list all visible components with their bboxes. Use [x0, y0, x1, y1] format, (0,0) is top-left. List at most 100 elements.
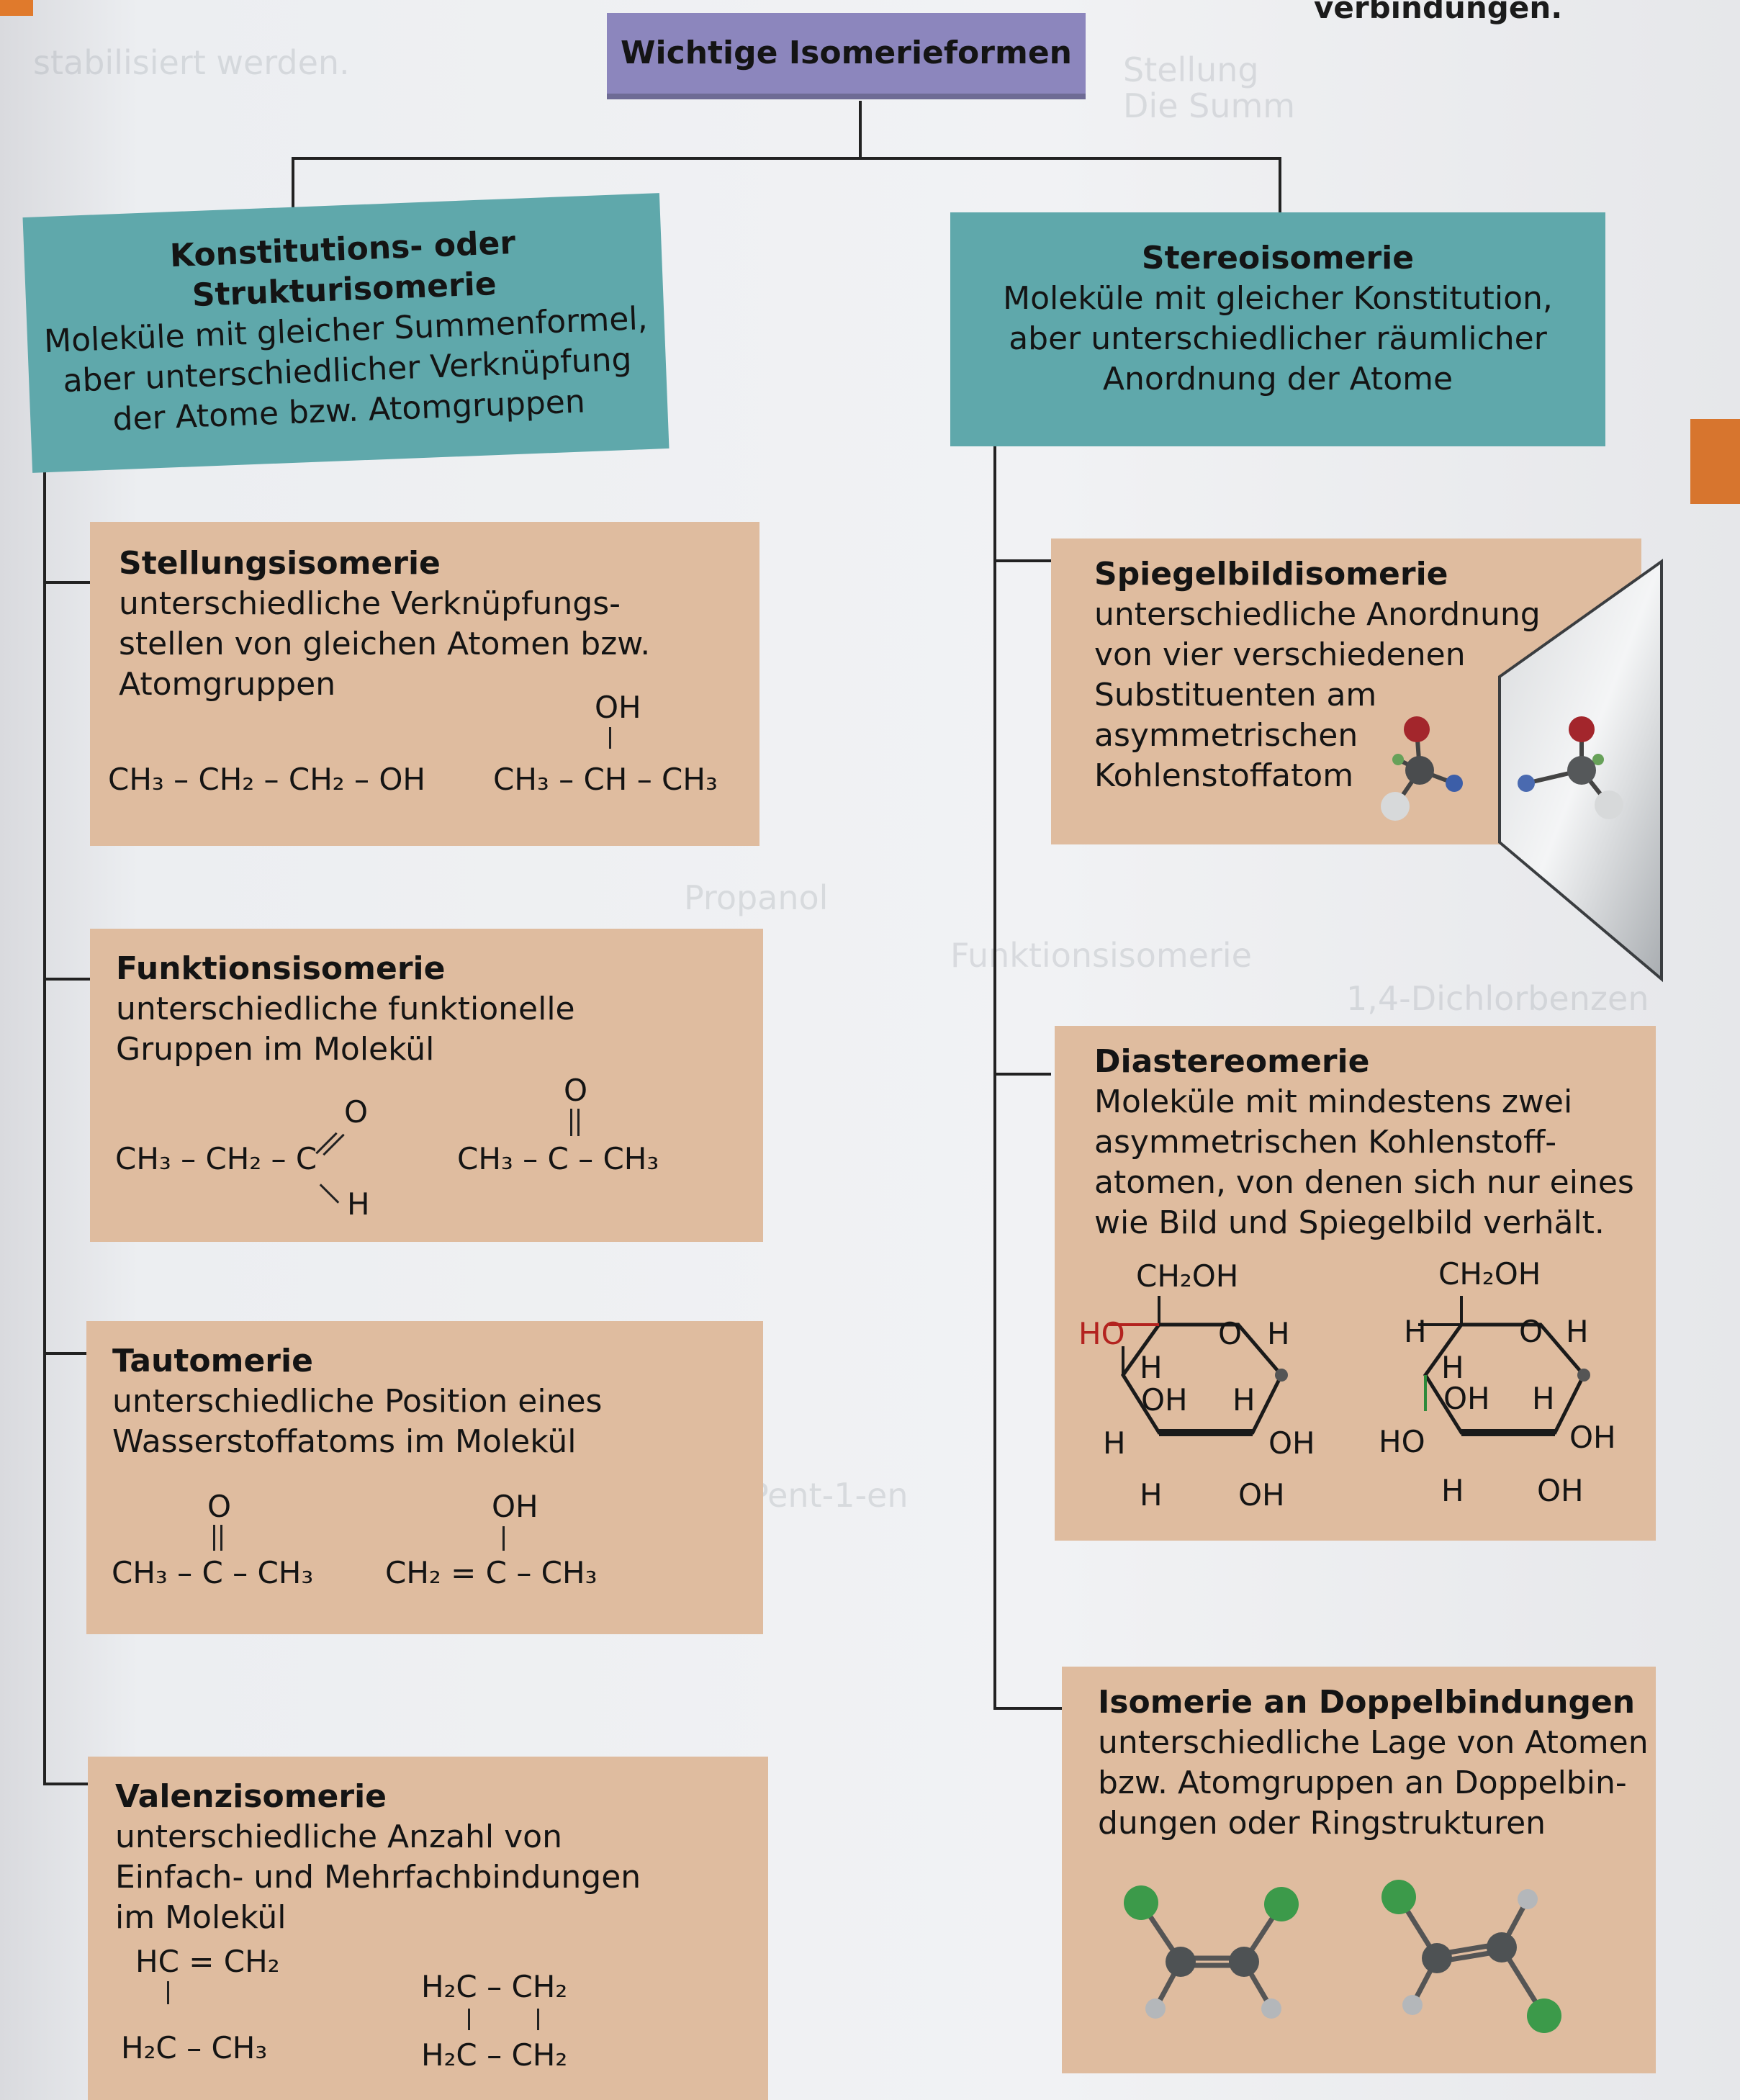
- spiegel-line: von vier verschiedenen: [1094, 636, 1466, 673]
- connector-line: [1279, 157, 1281, 225]
- tauto-heading: Tautomerie: [112, 1343, 313, 1379]
- spiegel-line: Kohlenstoffatom: [1094, 757, 1354, 794]
- formula-oh: OH: [492, 1489, 538, 1524]
- dia-box: Diastereomerie Moleküle mit mindestens z…: [1055, 1026, 1656, 1541]
- stereo-line: aber unterschiedlicher räumlicher: [1009, 320, 1547, 357]
- formula-ch2oh: CH₂OH: [1438, 1256, 1541, 1292]
- formula-h: H: [1267, 1316, 1290, 1351]
- connector-line: [993, 559, 1051, 562]
- doppel-line: dungen oder Ringstrukturen: [1098, 1805, 1546, 1842]
- formula-h: H: [1232, 1382, 1256, 1418]
- doppel-heading: Isomerie an Doppelbindungen: [1098, 1684, 1636, 1721]
- formula-o: O: [1218, 1316, 1243, 1351]
- bond-line: [570, 1109, 572, 1136]
- bleed-text: Funktionsisomerie: [950, 936, 1252, 975]
- top-text: verbindungen.: [1314, 0, 1563, 25]
- formula-o: O: [207, 1489, 232, 1524]
- tauto-line: Wasserstoffatoms im Molekül: [112, 1423, 577, 1460]
- dia-line: wie Bild und Spiegelbild verhält.: [1094, 1204, 1605, 1241]
- bond-line: [502, 1526, 505, 1551]
- formula-oh: OH: [1569, 1420, 1616, 1455]
- bond-line: [167, 1981, 169, 2004]
- formula-enol: CH₂ = C – CH₃: [385, 1555, 598, 1590]
- tauto-line: unterschiedliche Position eines: [112, 1383, 603, 1420]
- funktion-line: unterschiedliche funktionelle: [116, 991, 575, 1027]
- connector-line: [292, 157, 294, 215]
- doppel-line: bzw. Atomgruppen an Doppelbin-: [1098, 1765, 1627, 1801]
- cis-trans-molecule-illustration: [1124, 1880, 1561, 2033]
- connector-line: [43, 1783, 94, 1785]
- formula-h: H: [1532, 1381, 1555, 1416]
- formula-propanal: CH₃ – CH₂ – C: [115, 1141, 317, 1176]
- formula-ho: HO: [1379, 1424, 1425, 1459]
- formula-ho: HO: [1078, 1316, 1125, 1351]
- bleed-text: Stellung: [1123, 50, 1259, 89]
- formula-oh: OH: [1268, 1425, 1315, 1461]
- bond-line: [468, 2009, 470, 2030]
- formula-ch2oh: CH₂OH: [1136, 1258, 1239, 1294]
- formula-h: H: [1441, 1350, 1464, 1385]
- formula-propan-1-ol: CH₃ – CH₂ – CH₂ – OH: [108, 762, 425, 797]
- bleed-text: Die Summ: [1123, 86, 1296, 125]
- connector-line: [292, 157, 1281, 160]
- formula-o: O: [564, 1073, 588, 1108]
- konstitution-box: Konstitutions- oder Strukturisomerie Mol…: [22, 193, 670, 473]
- galactose-ring-structure: [1418, 1296, 1590, 1436]
- formula-oh: OH: [1238, 1477, 1285, 1513]
- bleed-text: Pent-1-en: [749, 1476, 909, 1515]
- formula-cyclobutane-b: H₂C – CH₂: [421, 2037, 568, 2073]
- connector-line: [993, 1073, 1051, 1076]
- spiegel-line: asymmetrischen: [1094, 717, 1358, 754]
- connector-line: [859, 101, 862, 158]
- formula-butene-b: H₂C – CH₃: [121, 2030, 268, 2065]
- formula-propanon: CH₃ – C – CH₃: [457, 1141, 659, 1176]
- funktion-heading: Funktionsisomerie: [116, 950, 446, 987]
- valenz-box: Valenzisomerie unterschiedliche Anzahl v…: [88, 1757, 768, 2100]
- formula-oh: OH: [595, 690, 641, 725]
- stellung-line: Atomgruppen: [119, 666, 336, 703]
- formula-keto: CH₃ – C – CH₃: [112, 1555, 314, 1590]
- formula-oh: OH: [1443, 1381, 1490, 1416]
- bleed-text: stabilisiert werden.: [33, 43, 350, 82]
- spiegel-heading: Spiegelbildisomerie: [1094, 556, 1448, 592]
- formula-oh: OH: [1537, 1473, 1584, 1508]
- stereo-line: Anordnung der Atome: [1102, 361, 1453, 397]
- funktion-line: Gruppen im Molekül: [116, 1031, 435, 1068]
- spiegel-line: Substituenten am: [1094, 677, 1377, 713]
- formula-o: O: [1519, 1314, 1543, 1349]
- formula-h: H: [1140, 1350, 1163, 1385]
- formula-o: O: [344, 1094, 369, 1130]
- stellung-box: Stellungsisomerie unterschiedliche Verkn…: [90, 522, 759, 846]
- dia-line: atomen, von denen sich nur eines: [1094, 1164, 1634, 1201]
- spiegel-line: unterschiedliche Anordnung: [1094, 596, 1541, 633]
- orange-marker: [0, 0, 33, 16]
- bond-line: [220, 1525, 222, 1551]
- bond-line: [609, 727, 611, 749]
- stellung-line: stellen von gleichen Atomen bzw.: [119, 626, 651, 662]
- doppel-line: unterschiedliche Lage von Atomen: [1098, 1724, 1649, 1761]
- valenz-heading: Valenzisomerie: [115, 1778, 387, 1815]
- valenz-line: unterschiedliche Anzahl von: [115, 1819, 562, 1855]
- formula-h: H: [1103, 1425, 1126, 1461]
- page-title: Wichtige Isomerieformen: [607, 13, 1086, 99]
- connector-line: [43, 581, 94, 584]
- bond-line: [537, 2009, 539, 2030]
- stereo-heading: Stereoisomerie: [1141, 240, 1415, 276]
- bond-line: [213, 1525, 215, 1551]
- formula-h: H: [347, 1186, 370, 1222]
- formula-cyclobutane-a: H₂C – CH₂: [421, 1969, 568, 2004]
- stereo-line: Moleküle mit gleicher Konstitution,: [1003, 280, 1553, 317]
- formula-h: H: [1404, 1314, 1427, 1349]
- stereo-box: Stereoisomerie Moleküle mit gleicher Kon…: [950, 212, 1605, 446]
- connector-line: [43, 432, 46, 1785]
- connector-line: [993, 1707, 1062, 1710]
- dia-line: Moleküle mit mindestens zwei: [1094, 1083, 1573, 1120]
- dia-heading: Diastereomerie: [1094, 1043, 1370, 1080]
- formula-oh: OH: [1141, 1382, 1188, 1418]
- stellung-heading: Stellungsisomerie: [119, 545, 441, 582]
- formula-h: H: [1140, 1477, 1163, 1513]
- tauto-box: Tautomerie unterschiedliche Position ein…: [86, 1321, 763, 1634]
- glucose-ring-structure: [1109, 1296, 1288, 1436]
- connector-line: [43, 1352, 94, 1355]
- stellung-line: unterschiedliche Verknüpfungs-: [119, 585, 621, 622]
